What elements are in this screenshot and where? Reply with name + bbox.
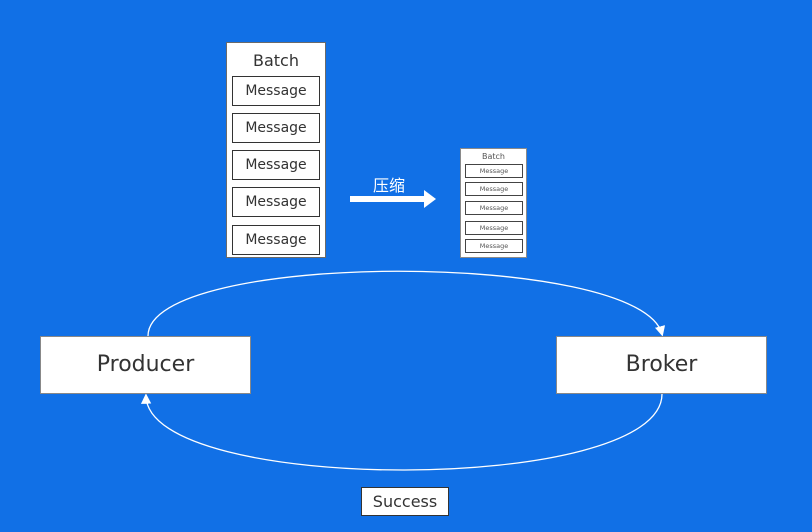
message-box: Message xyxy=(232,76,320,106)
compress-label: 压缩 xyxy=(373,176,406,195)
batch-title: Batch xyxy=(482,152,505,161)
broker-node: Broker xyxy=(556,336,767,394)
message-box: Message xyxy=(232,187,320,217)
send-arc xyxy=(147,270,666,337)
batch-uncompressed: Batch Message Message Message Message Me… xyxy=(226,42,326,258)
message-box: Message xyxy=(465,239,523,253)
message-box: Message xyxy=(232,150,320,180)
message-box: Message xyxy=(232,225,320,255)
success-label: Success xyxy=(361,487,449,516)
compress-arrow xyxy=(350,190,436,208)
batch-title: Batch xyxy=(253,51,299,70)
producer-node: Producer xyxy=(40,336,251,394)
message-box: Message xyxy=(232,113,320,143)
message-box: Message xyxy=(465,164,523,178)
batch-compressed: Batch Message Message Message Message Me… xyxy=(460,148,527,258)
ack-arc xyxy=(140,393,663,471)
message-box: Message xyxy=(465,201,523,215)
message-box: Message xyxy=(465,221,523,235)
message-box: Message xyxy=(465,182,523,196)
